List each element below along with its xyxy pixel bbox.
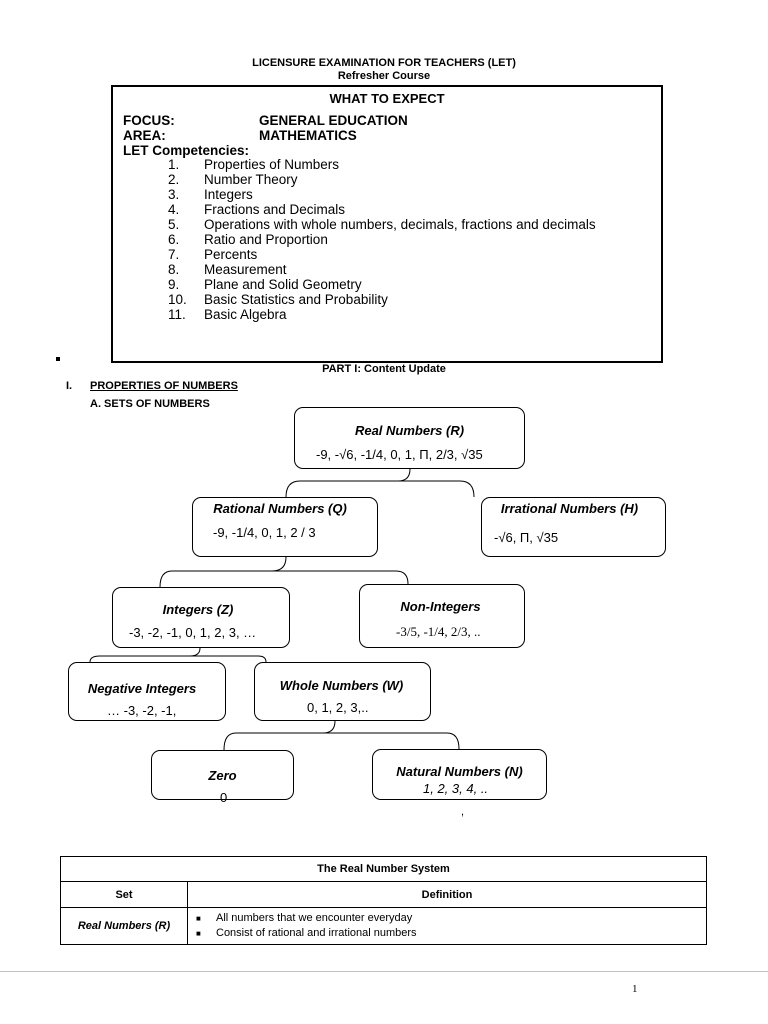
irrational-numbers-node: Irrational Numbers (H) -√6, Π, √35 (481, 497, 666, 557)
list-item: 2.Number Theory (168, 172, 298, 187)
node-values: 0, 1, 2, 3,.. (307, 700, 369, 715)
zero-node: Zero 0 (151, 750, 294, 805)
node-values: -9, -√6, -1/4, 0, 1, Π, 2/3, √35 (316, 447, 483, 462)
natural-numbers-node: Natural Numbers (N) 1, 2, 3, 4, .. (372, 749, 547, 800)
area-value: MATHEMATICS (259, 128, 357, 143)
node-title: Negative Integers (87, 681, 197, 696)
subsection-title: A. SETS OF NUMBERS (90, 398, 210, 410)
document-title: LICENSURE EXAMINATION FOR TEACHERS (LET) (252, 57, 516, 69)
node-title: Natural Numbers (N) (396, 764, 523, 779)
node-title: Integers (Z) (162, 602, 234, 617)
part-title: PART I: Content Update (322, 363, 446, 375)
list-item: 8.Measurement (168, 262, 287, 277)
non-integers-node: Non-Integers -3/5, -1/4, 2/3, .. (359, 584, 525, 648)
list-item: 4.Fractions and Decimals (168, 202, 346, 217)
footer-divider (0, 971, 768, 972)
stray-mark: , (461, 806, 465, 818)
node-title: Whole Numbers (W) (279, 678, 404, 693)
what-to-expect-box: WHAT TO EXPECT FOCUS: GENERAL EDUCATION … (111, 85, 663, 363)
table-header-set: Set (60, 881, 188, 908)
focus-value: GENERAL EDUCATION (259, 113, 408, 128)
node-title: Non-Integers (400, 599, 481, 614)
node-values: 0 (220, 790, 228, 805)
negative-integers-node: Negative Integers … -3, -2, -1, (68, 662, 226, 721)
list-item: 5.Operations with whole numbers, decimal… (168, 217, 596, 232)
table-row: Real Numbers (R) ■All numbers that we en… (60, 907, 707, 945)
real-number-system-table: The Real Number System Set Definition Re… (60, 856, 707, 945)
list-item: ■Consist of rational and irrational numb… (196, 927, 417, 939)
list-item: ■All numbers that we encounter everyday (196, 912, 413, 924)
box-title: WHAT TO EXPECT (329, 91, 445, 106)
node-values: -3/5, -1/4, 2/3, .. (396, 624, 481, 639)
table-cell-set: Real Numbers (R) (60, 907, 188, 945)
list-item: 10.Basic Statistics and Probability (168, 292, 388, 307)
node-title: Real Numbers (R) (354, 423, 465, 438)
node-values: -√6, Π, √35 (494, 530, 559, 545)
list-item: 6.Ratio and Proportion (168, 232, 328, 247)
node-title: Zero (208, 768, 237, 783)
competencies-label: LET Competencies: (123, 143, 250, 158)
real-numbers-node: Real Numbers (R) -9, -√6, -1/4, 0, 1, Π,… (294, 407, 525, 469)
list-item: 3.Integers (168, 187, 253, 202)
list-item: 9.Plane and Solid Geometry (168, 277, 362, 292)
node-values: … -3, -2, -1, (107, 703, 177, 718)
node-values: -9, -1/4, 0, 1, 2 / 3 (213, 525, 316, 540)
integers-node: Integers (Z) -3, -2, -1, 0, 1, 2, 3, … (112, 587, 290, 648)
node-title: Irrational Numbers (H) (500, 501, 639, 516)
node-values: -3, -2, -1, 0, 1, 2, 3, … (129, 625, 257, 640)
section-numeral: I. (66, 380, 73, 392)
table-cell-definition: ■All numbers that we encounter everyday … (187, 907, 707, 945)
section-title: PROPERTIES OF NUMBERS (90, 380, 238, 392)
list-item: 11.Basic Algebra (168, 307, 287, 322)
area-label: AREA: (123, 128, 166, 143)
node-values: 1, 2, 3, 4, .. (423, 781, 489, 796)
node-title: Rational Numbers (Q) (213, 501, 347, 516)
list-item: 1.Properties of Numbers (168, 157, 340, 172)
rational-numbers-node: Rational Numbers (Q) -9, -1/4, 0, 1, 2 /… (192, 497, 378, 557)
whole-numbers-node: Whole Numbers (W) 0, 1, 2, 3,.. (254, 662, 431, 721)
document-subtitle: Refresher Course (337, 70, 431, 82)
competencies-list: 1.Properties of Numbers 2.Number Theory … (168, 157, 596, 322)
page-number: 1 (632, 983, 638, 995)
table-header-definition: Definition (187, 881, 707, 908)
bullet-mark (56, 357, 60, 361)
focus-label: FOCUS: (123, 113, 175, 128)
list-item: 7.Percents (168, 247, 258, 262)
table-caption: The Real Number System (60, 856, 707, 882)
